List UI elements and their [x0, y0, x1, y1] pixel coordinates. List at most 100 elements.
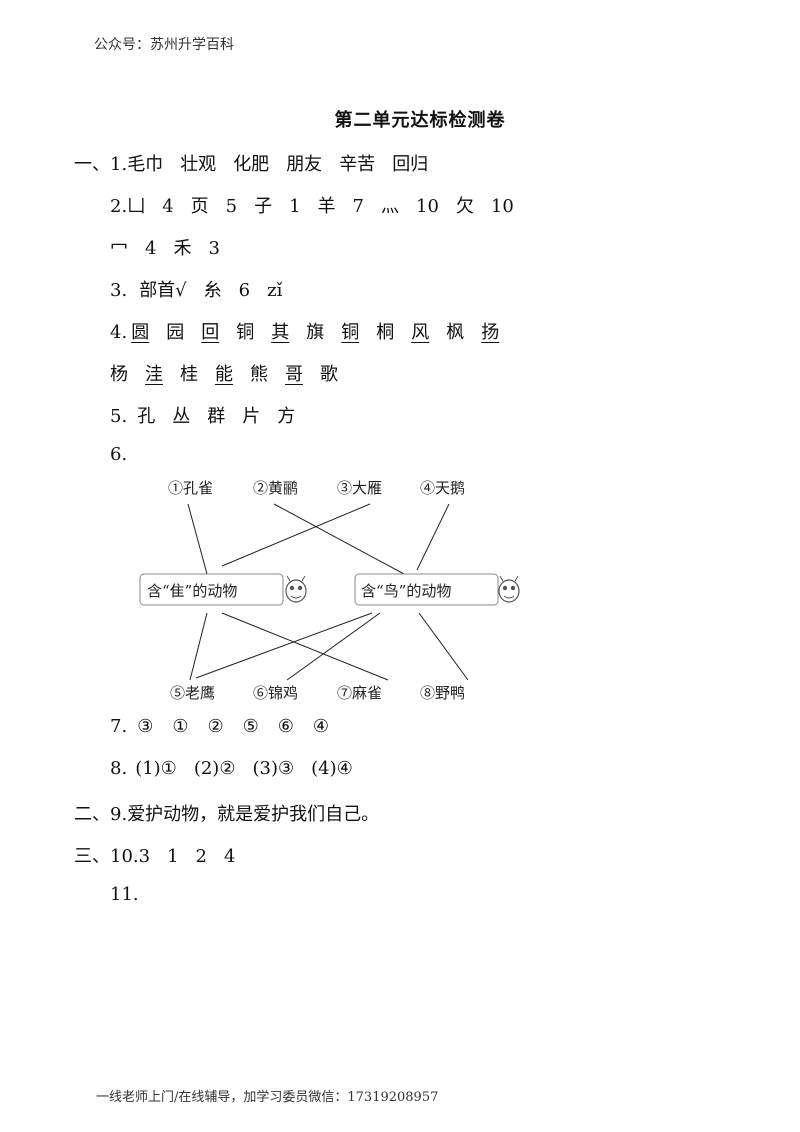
question-1-answer-5: 辛苦: [339, 154, 376, 175]
question-6-number: 6.: [110, 444, 128, 465]
question-1-answer-3: 化肥: [233, 154, 270, 175]
section-3-marker: 三、: [74, 846, 110, 867]
question-4-char-line-2-5: 熊: [250, 364, 268, 385]
question-5-answer-4: 片: [242, 406, 261, 427]
question-1-answer-2: 壮观: [180, 154, 217, 175]
section-2-marker: 二、: [74, 804, 110, 825]
match-line-9: [418, 612, 469, 681]
question-2-answer-2: 4: [162, 196, 174, 217]
question-7-answer-1: ③: [137, 716, 154, 737]
question-8-answers: (1)①(2)②(3)③(4)④: [135, 758, 370, 779]
question-7-answer-2: ①: [172, 716, 189, 737]
question-10-number: 10.: [110, 846, 139, 867]
match-line-3: [221, 503, 371, 567]
question-2-answer-10: 10: [416, 196, 439, 217]
question-8-answer-2: (2)②: [193, 758, 236, 779]
question-2-answer-9: 灬: [381, 196, 399, 217]
match-line-2: [273, 503, 405, 575]
question-4-char-line-2-1: 杨: [110, 364, 128, 385]
match-line-7: [195, 612, 373, 679]
question-2-answer-5: 子: [254, 196, 273, 217]
top-animal-2: ②黄鹂: [253, 479, 298, 497]
question-10-answer-3: 2: [195, 846, 207, 867]
question-2-answer-line-2-3: 禾: [173, 238, 192, 259]
question-4-char-line-2-6: 哥: [285, 364, 303, 385]
question-7-number: 7.: [110, 716, 128, 737]
page-footer: 一线老师上门/在线辅导，加学习委员微信：17319208957: [96, 1090, 439, 1105]
question-1-answers: 毛巾壮观化肥朋友辛苦回归: [127, 154, 445, 175]
question-3-answer-2: 糸: [203, 280, 222, 301]
question-4-char-line-2-3: 桂: [180, 364, 198, 385]
question-6-matching-diagram: ①孔雀 ②黄鹂 ③大雁 ④天鹅 含“隹”的动物 含“鸟”的动物: [139, 479, 520, 702]
question-4-char-3: 回: [201, 322, 220, 343]
question-4-char-11: 扬: [481, 322, 500, 343]
cartoon-bug-icon: [285, 575, 307, 603]
match-line-6: [221, 612, 389, 681]
question-7-answer-3: ②: [207, 716, 224, 737]
question-8-answer-1: (1)①: [135, 758, 177, 779]
match-line-5: [189, 612, 208, 681]
match-line-8: [286, 612, 381, 681]
question-8-answer-3: (3)③: [252, 758, 295, 779]
question-10-answer-1: 3: [138, 846, 151, 867]
question-2-answer-11: 欠: [455, 196, 474, 217]
section-2: 二、9.爱护动物，就是爱护我们自己。: [74, 800, 379, 826]
category-box-zhui: 含“隹”的动物: [139, 573, 307, 606]
page-title: 第二单元达标检测卷: [334, 110, 506, 131]
match-line-1: [187, 503, 208, 575]
bottom-animal-7: ⑦麻雀: [337, 684, 382, 702]
matching-lines: [187, 503, 469, 681]
question-9-number: 9.: [110, 804, 128, 825]
section-1-marker: 一、: [74, 154, 110, 175]
question-2-answer-8: 7: [352, 196, 364, 217]
question-3-number: 3.: [110, 280, 128, 301]
question-4-char-line-2-4: 能: [215, 364, 233, 385]
question-4-char-8: 桐: [376, 322, 395, 343]
question-8: 8.(1)①(2)②(3)③(4)④: [110, 758, 370, 779]
question-2-answer-12: 10: [490, 196, 514, 217]
question-4-char-10: 枫: [446, 322, 465, 343]
question-3-answer-1: 部首√: [139, 280, 187, 301]
question-1-answer-6: 回归: [392, 154, 429, 175]
question-7-answer-4: ⑤: [242, 716, 259, 737]
question-9-answer: 爱护动物，就是爱护我们自己。: [127, 804, 380, 825]
top-animal-4: ④天鹅: [420, 479, 465, 497]
question-3-answer-3: 6: [238, 280, 251, 301]
top-animal-3: ③大雁: [337, 479, 382, 497]
question-5-answer-3: 群: [207, 406, 226, 427]
question-4-number: 4.: [110, 322, 128, 343]
question-4-char-5: 其: [271, 322, 290, 343]
question-4-answers-line-2: 杨洼桂能熊哥歌: [110, 360, 355, 386]
question-1-answer-4: 朋友: [286, 154, 323, 175]
match-line-4: [416, 503, 450, 571]
page-header: 公众号：苏州升学百科: [94, 37, 234, 53]
question-1-number: 1.: [110, 154, 128, 175]
question-2-answer-4: 5: [225, 196, 238, 217]
question-11-number: 11.: [110, 884, 139, 905]
cartoon-bug-icon: [498, 575, 520, 603]
category-box-niao-label: 含“鸟”的动物: [361, 582, 451, 600]
bottom-animal-8: ⑧野鸭: [420, 684, 465, 702]
category-box-zhui-label: 含“隹”的动物: [147, 582, 237, 600]
bottom-animal-5: ⑤老鹰: [170, 684, 215, 702]
question-2-answer-line-2-4: 3: [208, 238, 220, 259]
question-7-answer-6: ④: [312, 716, 330, 737]
question-5-answer-2: 丛: [172, 406, 191, 427]
question-4-char-line-2-2: 洼: [145, 364, 163, 385]
question-2-answer-line-2-1: 冖: [110, 238, 128, 259]
question-5: 5.孔丛群片方: [110, 402, 312, 428]
question-4-char-line-2-7: 歌: [320, 364, 338, 385]
bottom-animal-6: ⑥锦鸡: [253, 684, 298, 702]
question-2-number: 2.: [110, 196, 128, 217]
question-2-answer-7: 羊: [317, 196, 336, 217]
question-4-char-2: 园: [166, 322, 185, 343]
question-5-answers: 孔丛群片方: [137, 406, 312, 427]
question-2-answer-6: 1: [289, 196, 301, 217]
